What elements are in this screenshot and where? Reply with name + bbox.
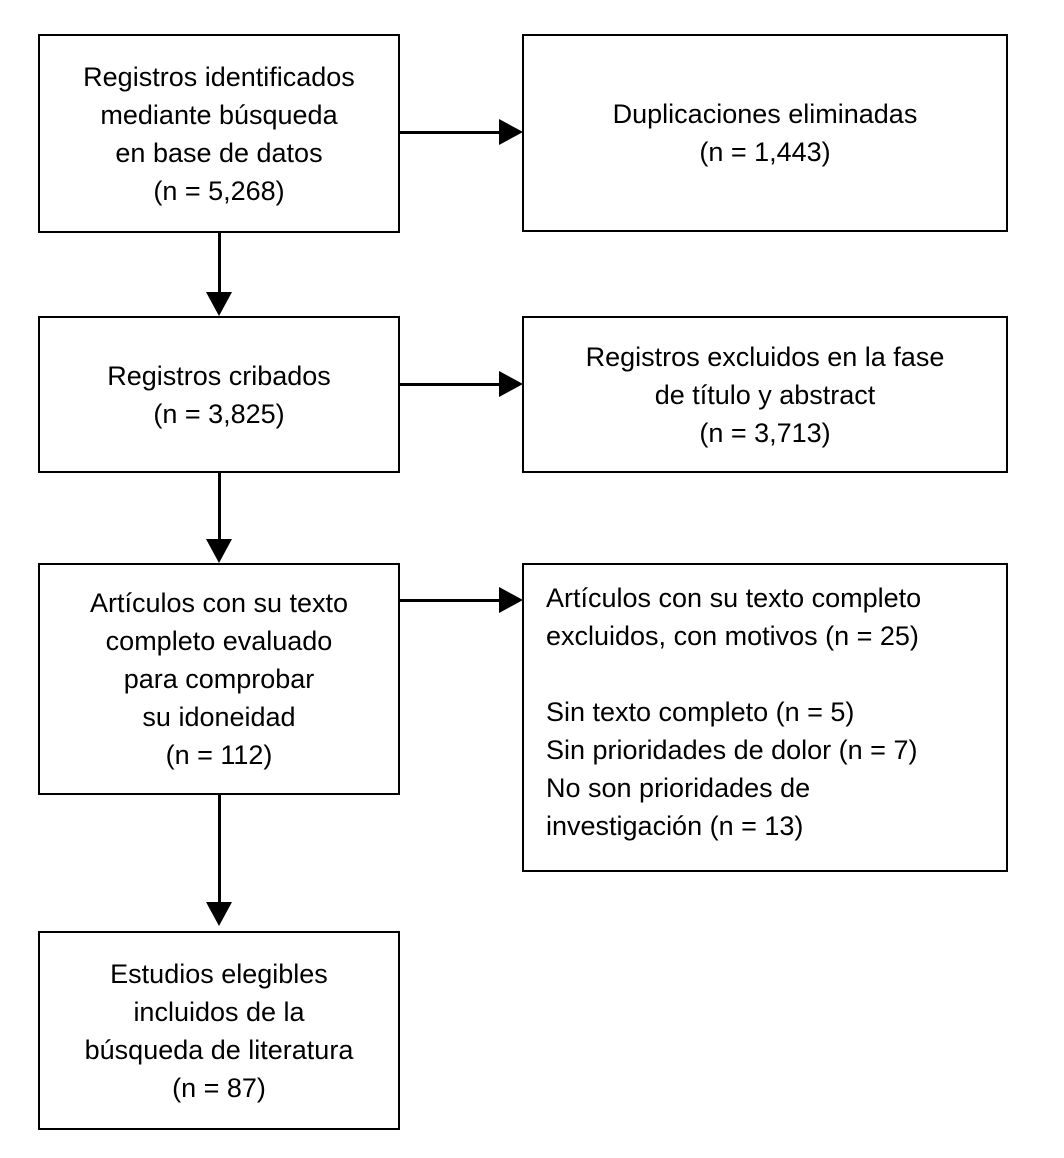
box-studies-included-line-2: incluidos de la (133, 996, 305, 1027)
box-records-identified-line-1: Registros identificados (83, 61, 355, 92)
box-records-identified-count: (n = 5,268) (153, 175, 285, 206)
box-records-identified-line-3: en base de datos (115, 137, 323, 168)
box-studies-included-line-3: búsqueda de literatura (84, 1034, 354, 1065)
box-fulltext-excluded-reason-2: Sin prioridades de dolor (n = 7) (546, 735, 918, 765)
box-fulltext-assessed-count: (n = 112) (165, 740, 273, 770)
box-records-excluded-line-1: Registros excluidos en la fase (585, 341, 945, 372)
box-duplicates-removed: Duplicaciones eliminadas (n = 1,443) (522, 34, 1008, 232)
box-studies-included: Estudios elegibles incluidos de la búsqu… (38, 931, 400, 1130)
box-fulltext-excluded-reason-3b: investigación (n = 13) (546, 811, 804, 841)
box-fulltext-assessed-line-3: para comprobar (123, 664, 315, 694)
box-duplicates-removed-line-1: Duplicaciones eliminadas (612, 99, 918, 129)
arrowhead-right-icon (499, 587, 523, 613)
box-fulltext-assessed-line-4: su idoneidad (142, 702, 296, 732)
box-fulltext-excluded-line-2: excluidos, con motivos (n = 25) (546, 621, 919, 651)
box-records-identified-line-2: mediante búsqueda (100, 99, 338, 130)
arrow-line (400, 131, 504, 134)
box-duplicates-removed-count: (n = 1,443) (699, 137, 831, 167)
arrowhead-right-icon (499, 371, 523, 397)
box-records-excluded-count: (n = 3,713) (699, 417, 831, 448)
arrowhead-right-icon (499, 119, 523, 145)
arrowhead-down-icon (206, 902, 232, 926)
box-records-identified: Registros identificados mediante búsqued… (38, 34, 400, 233)
arrowhead-down-icon (206, 292, 232, 316)
box-fulltext-excluded-line-1: Artículos con su texto completo (546, 583, 922, 613)
arrow-line (400, 599, 504, 602)
box-fulltext-excluded-reason-1: Sin texto completo (n = 5) (546, 697, 855, 727)
box-fulltext-excluded: Artículos con su texto completo excluido… (522, 563, 1008, 872)
box-records-screened-line-1: Registros cribados (107, 360, 331, 391)
box-studies-included-count: (n = 87) (172, 1072, 266, 1103)
box-fulltext-assessed-line-1: Artículos con su texto (89, 588, 349, 618)
arrow-line (218, 233, 221, 295)
arrow-line (400, 383, 504, 386)
arrowhead-down-icon (206, 539, 232, 563)
arrow-line (218, 795, 221, 905)
box-records-screened: Registros cribados (n = 3,825) (38, 316, 400, 473)
box-records-excluded: Registros excluidos en la fase de título… (522, 316, 1008, 473)
box-fulltext-assessed-line-2: completo evaluado (105, 626, 333, 656)
box-records-excluded-line-2: de título y abstract (654, 379, 876, 410)
box-fulltext-excluded-reason-3a: No son prioridades de (546, 773, 811, 803)
arrow-line (218, 473, 221, 542)
box-records-screened-count: (n = 3,825) (153, 398, 285, 429)
box-fulltext-assessed: Artículos con su texto completo evaluado… (38, 563, 400, 795)
box-studies-included-line-1: Estudios elegibles (110, 958, 328, 989)
